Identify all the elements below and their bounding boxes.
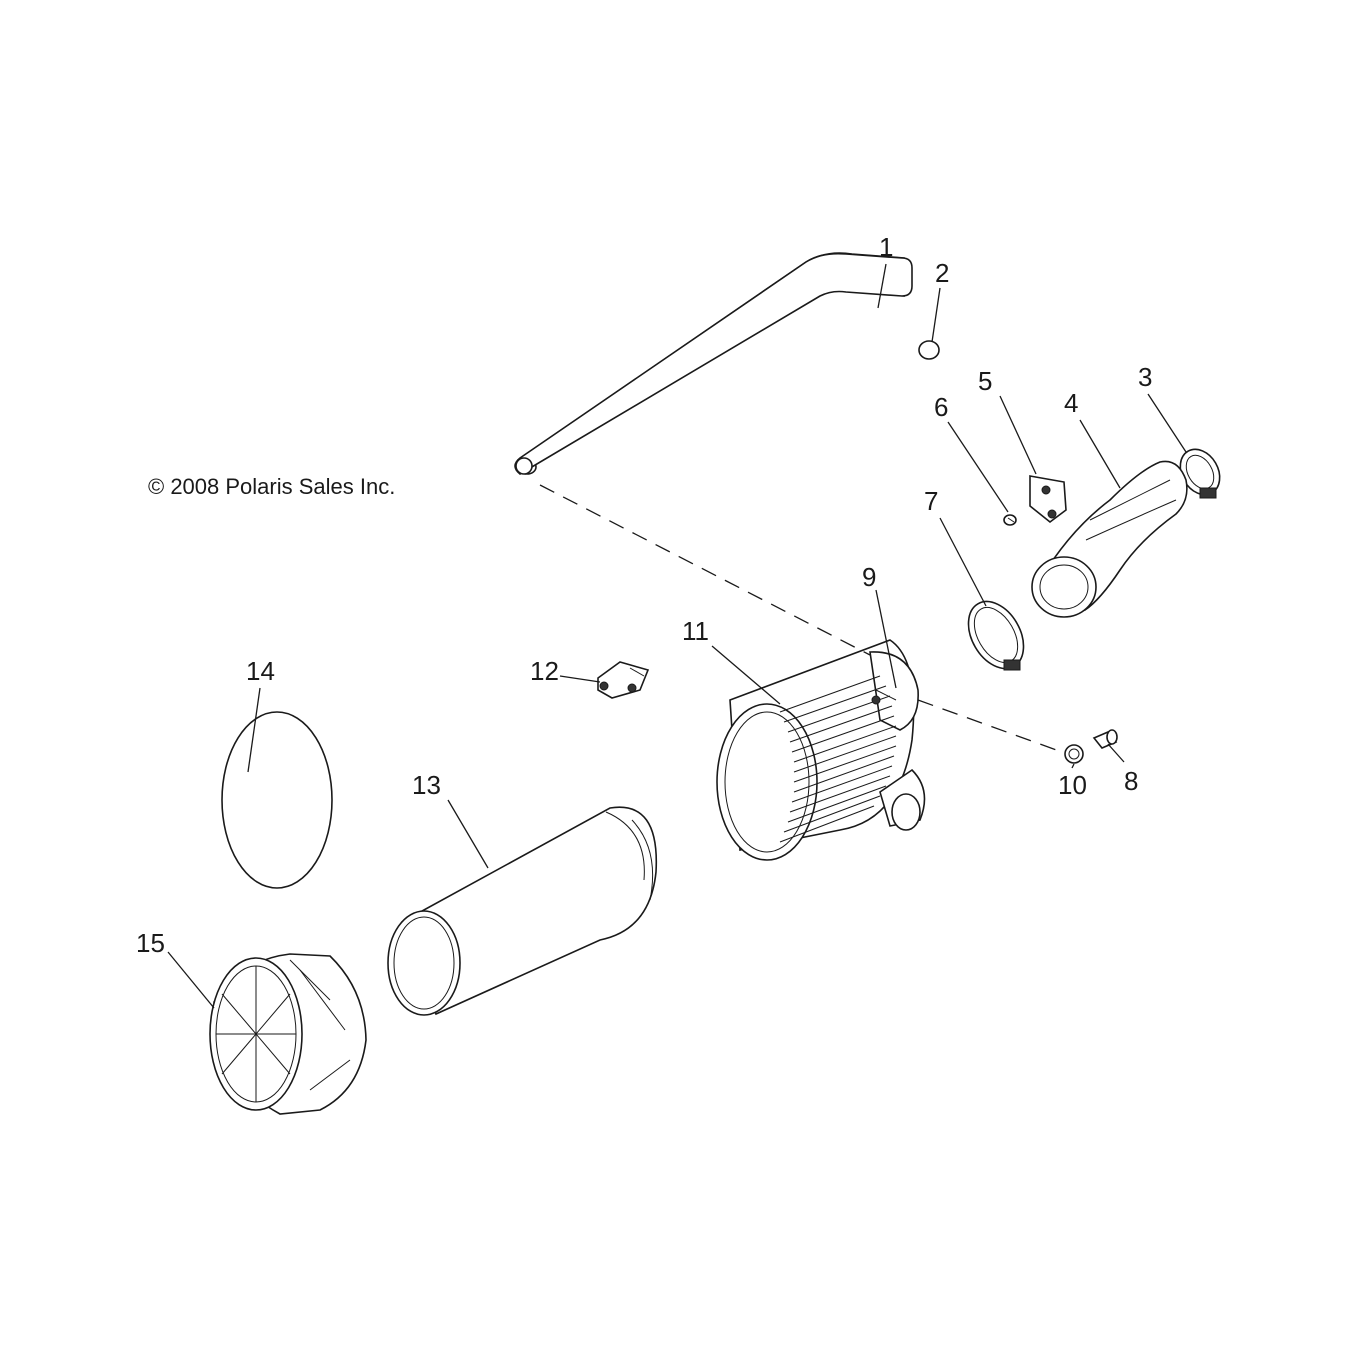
part-12-latch xyxy=(597,661,650,699)
callout-4: 4 xyxy=(1064,388,1078,418)
hose-outline xyxy=(514,252,913,475)
callout-10: 10 xyxy=(1058,770,1087,800)
cover-star-vanes xyxy=(216,966,296,1102)
leader-lines xyxy=(167,263,1187,1009)
callout-9: 9 xyxy=(862,562,876,592)
part-4-intake-duct xyxy=(1031,460,1188,618)
part-8-plug xyxy=(1092,729,1118,749)
callout-5: 5 xyxy=(978,366,992,396)
part-3-clamp xyxy=(1179,448,1221,499)
part-7-clamp xyxy=(967,600,1025,671)
part-11-air-box xyxy=(716,639,926,861)
part-13-filter xyxy=(387,806,658,1016)
part-10-cap xyxy=(1064,744,1084,764)
callout-2: 2 xyxy=(935,258,949,288)
part-5-sensor xyxy=(1029,475,1067,524)
part-6-screw xyxy=(1003,514,1017,526)
part-2-plug xyxy=(918,340,940,360)
callout-8: 8 xyxy=(1124,766,1138,796)
part-14-gasket xyxy=(221,711,333,889)
callout-1: 1 xyxy=(879,232,893,262)
callout-11: 11 xyxy=(682,616,709,646)
callout-15: 15 xyxy=(136,928,165,958)
callout-14: 14 xyxy=(246,656,275,686)
callout-6: 6 xyxy=(934,392,948,422)
part-15-cover xyxy=(209,953,367,1115)
callout-7: 7 xyxy=(924,486,938,516)
assembly-line-hose xyxy=(539,484,871,656)
callouts: 1 2 3 4 5 6 7 8 9 10 11 12 13 14 15 xyxy=(136,232,1152,958)
hose-end xyxy=(515,457,533,475)
callout-12: 12 xyxy=(530,656,559,686)
callout-3: 3 xyxy=(1138,362,1152,392)
assembly-line-cap xyxy=(917,699,1063,753)
copyright-text: © 2008 Polaris Sales Inc. xyxy=(148,474,395,499)
callout-13: 13 xyxy=(412,770,441,800)
